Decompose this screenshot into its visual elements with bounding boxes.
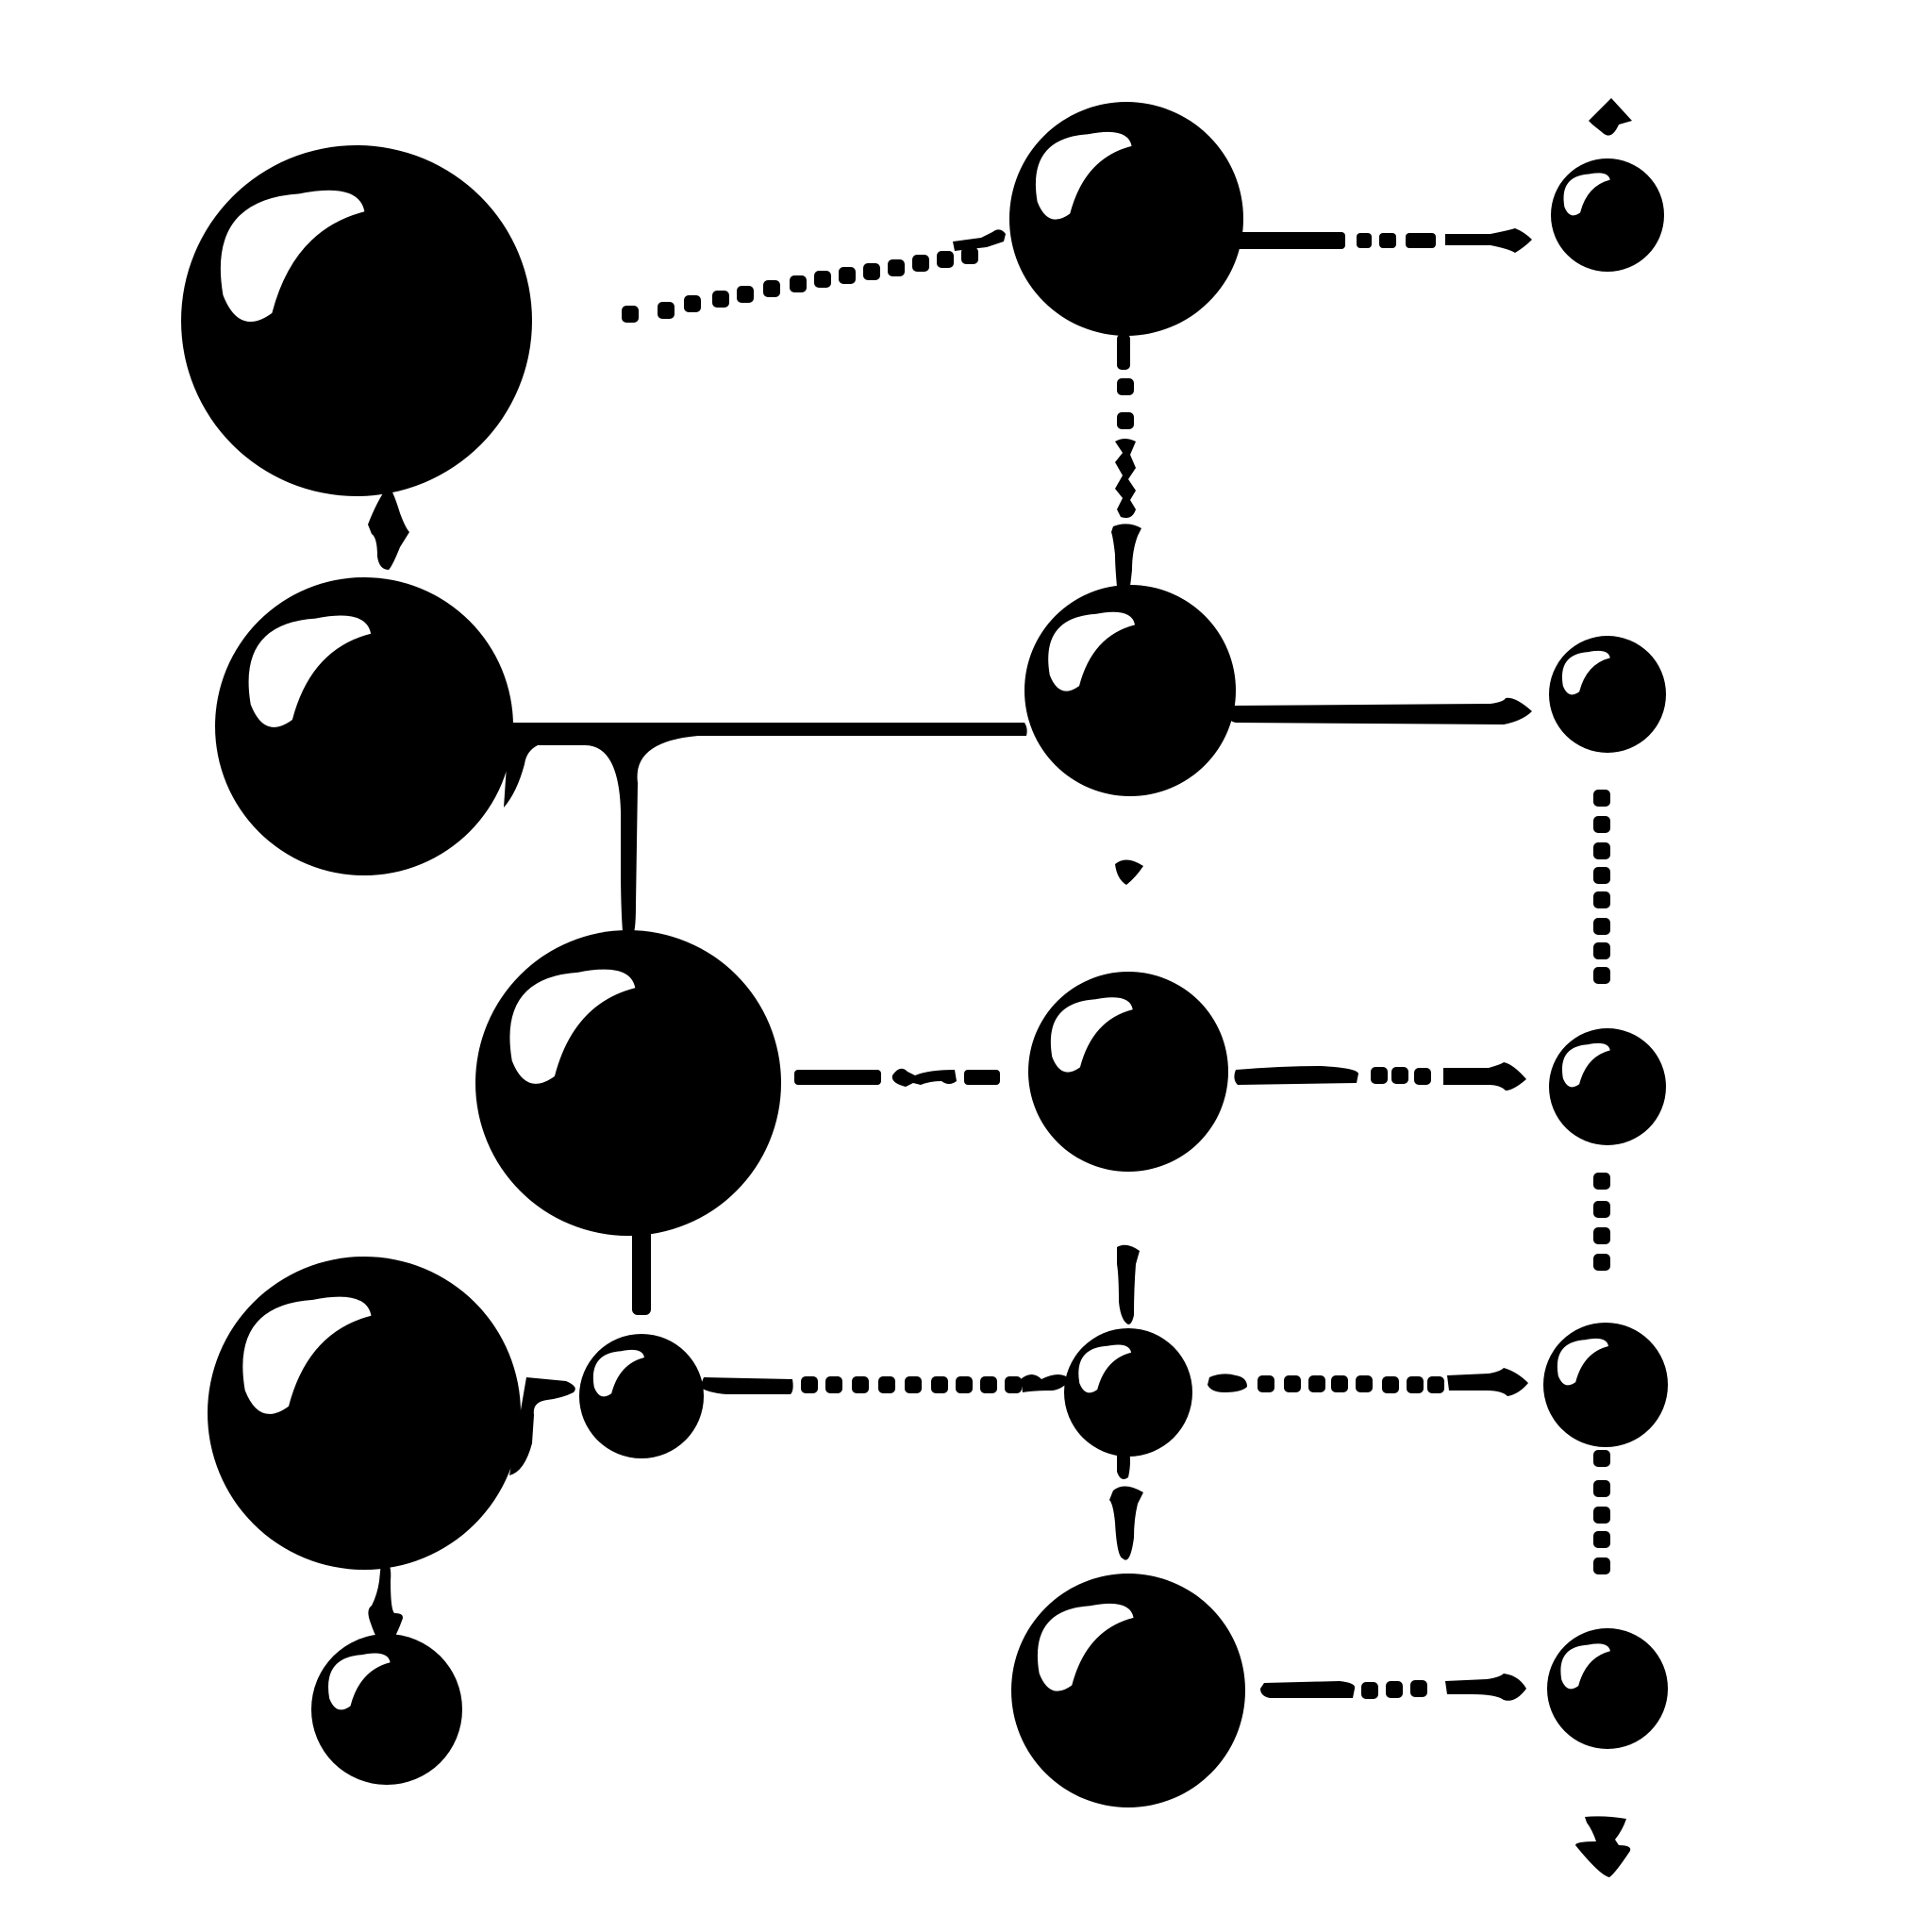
- right-node-2: [1549, 636, 1666, 753]
- dashed-arrow-f-r3: [1234, 1062, 1526, 1091]
- sphere-k-highlight: [1037, 1603, 1134, 1691]
- sphere-f-highlight: [1050, 997, 1133, 1073]
- solid-elbow-c-d-e: [504, 723, 1027, 938]
- arrow-head-down: [1575, 1816, 1631, 1877]
- sphere-h: [579, 1334, 704, 1458]
- right-node-2-highlight: [1561, 650, 1610, 695]
- solid-connector-i-k: [1109, 1486, 1143, 1560]
- arrow-connector-g-j: [368, 1561, 403, 1648]
- dotted-connector-r3-r4: [1593, 1173, 1610, 1271]
- dashed-arrow-k-r5: [1260, 1674, 1526, 1701]
- solid-connector-g-h: [509, 1377, 575, 1475]
- sphere-f: [1028, 972, 1228, 1172]
- right-node-3: [1549, 1028, 1666, 1145]
- dotted-connector-r4-r5: [1593, 1450, 1610, 1574]
- sphere-d: [1024, 585, 1236, 796]
- dashed-connector-e-f: [794, 1068, 1000, 1087]
- right-node-1-highlight: [1563, 173, 1610, 216]
- sphere-g: [208, 1257, 521, 1570]
- sphere-b-highlight: [1035, 131, 1132, 220]
- right-node-5: [1547, 1628, 1668, 1749]
- dotted-arrow-i-r4: [1208, 1368, 1528, 1396]
- sphere-i-highlight: [1078, 1344, 1132, 1393]
- solid-arrow-d-r2: [1228, 697, 1532, 724]
- right-node-3-highlight: [1561, 1042, 1610, 1088]
- sphere-h-highlight: [592, 1349, 644, 1397]
- sphere-j: [311, 1634, 462, 1785]
- right-node-1: [1551, 158, 1664, 272]
- sphere-d-highlight: [1048, 611, 1136, 691]
- dotted-connector-r2-r3: [1593, 790, 1610, 984]
- arrow-connector-a-c: [368, 485, 409, 570]
- sphere-c: [215, 577, 513, 875]
- dashed-arrow-b-r1: [1217, 228, 1532, 253]
- solid-connector-e-h: [632, 1224, 651, 1315]
- right-node-4: [1543, 1323, 1668, 1447]
- sphere-i: [1064, 1328, 1192, 1457]
- sphere-e-highlight: [509, 969, 636, 1084]
- arrow-head-up: [1589, 98, 1632, 136]
- sphere-a: [181, 145, 532, 496]
- right-node-5-highlight: [1560, 1643, 1610, 1690]
- sphere-g-highlight: [242, 1296, 372, 1414]
- small-triangle-marker: [1115, 859, 1143, 885]
- sphere-e: [475, 930, 781, 1236]
- sphere-a-highlight: [220, 190, 365, 323]
- sphere-j-highlight: [328, 1653, 391, 1710]
- sphere-k: [1011, 1574, 1245, 1807]
- dotted-connector-h-i: [700, 1374, 1070, 1394]
- right-node-4-highlight: [1557, 1338, 1608, 1386]
- sphere-c-highlight: [248, 615, 372, 727]
- solid-connector-f-i: [1117, 1244, 1140, 1324]
- dotted-connector-b-d: [1111, 334, 1141, 597]
- dotted-connector-a-b: [622, 229, 1006, 323]
- sphere-b: [1009, 102, 1243, 336]
